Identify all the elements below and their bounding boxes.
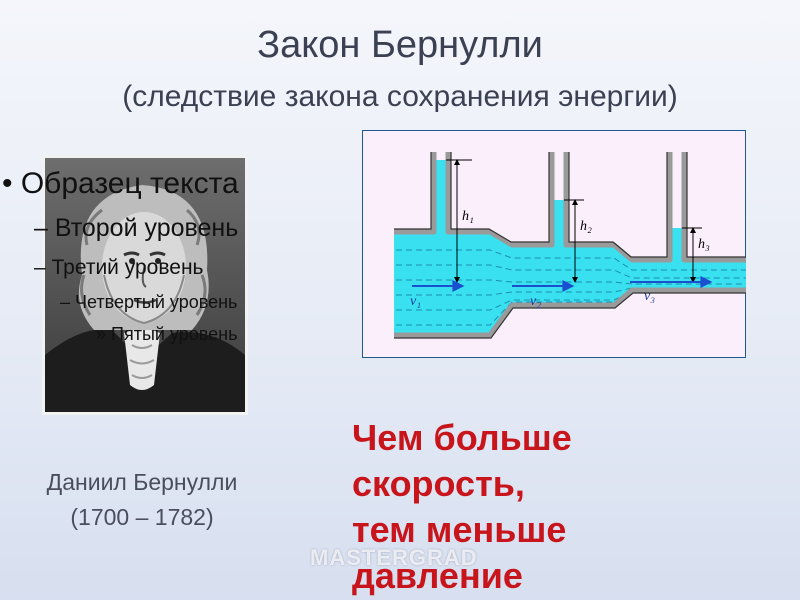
slide-title: Закон Бернулли <box>257 24 543 66</box>
portrait-caption: Даниил Бернулли (1700 – 1782) <box>22 465 262 535</box>
conclusion-text: Чем больше скорость, тем меньше давление <box>352 415 792 599</box>
height-label-2: h₂ <box>580 219 592 234</box>
slide-subtitle: (следствие закона сохранения энергии) <box>122 80 678 113</box>
conclusion-line-1: Чем больше <box>352 417 572 458</box>
height-label-1: h₁ <box>462 209 474 224</box>
conclusion-line-4: давление <box>352 555 523 596</box>
velocity-label-1: v₁ <box>410 294 421 309</box>
portrait-years: (1700 – 1782) <box>70 504 214 530</box>
bernoulli-pipe-diagram: h₁ h₂ h₃ v₁ v₂ v₃ <box>362 130 746 358</box>
conclusion-line-3: тем меньше <box>352 509 567 550</box>
watermark: MASTERGRAD <box>310 545 478 570</box>
conclusion-line-2: скорость, <box>352 463 525 504</box>
height-label-3: h₃ <box>698 237 710 252</box>
velocity-label-2: v₂ <box>530 294 541 309</box>
bernoulli-portrait <box>42 155 248 415</box>
portrait-name: Даниил Бернулли <box>46 469 238 495</box>
velocity-label-3: v₃ <box>644 289 655 304</box>
